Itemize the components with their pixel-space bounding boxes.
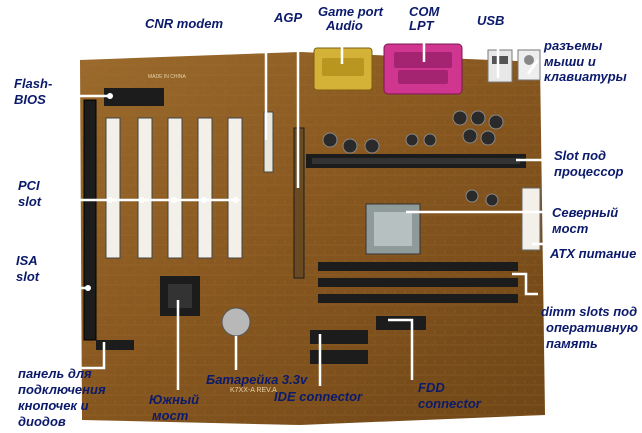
capacitors	[322, 110, 504, 207]
cmos-battery	[221, 307, 251, 337]
label-panel-line2: подключения	[18, 382, 106, 397]
atx-power-connector	[521, 187, 541, 251]
isa-slot	[83, 99, 97, 341]
label-com-line1: COM	[409, 4, 440, 19]
cpu-slot	[306, 154, 526, 168]
label-fdd-line1: FDD	[418, 380, 445, 395]
label-slot-line1: Slot под	[554, 148, 607, 163]
label-dimm-line3: память	[546, 336, 598, 351]
pointer-dots	[85, 93, 239, 291]
pci-slots	[105, 117, 243, 259]
label-fdd-line2: connector	[418, 396, 481, 411]
label-flash-bios-line1: Flash-	[14, 76, 53, 91]
label-pci-line2: slot	[18, 194, 42, 209]
label-com-line2: LPT	[409, 18, 434, 33]
label-pci-line1: PCI	[18, 178, 40, 193]
label-ps2-line3: клавиатуры	[544, 69, 627, 84]
game-port-connector	[313, 47, 373, 91]
label-atx-power: ATX питание	[550, 246, 637, 261]
ide-connectors	[310, 330, 368, 364]
label-south-line1: Южный	[149, 392, 200, 407]
flash-bios-chip	[104, 88, 164, 106]
label-panel-line3: кнопочек и	[18, 398, 89, 413]
cnr-slot	[263, 111, 274, 173]
usb-connector	[487, 49, 513, 83]
label-ps2-line1: разъемы	[544, 38, 603, 53]
silkscreen-top-text: MADE IN CHINA	[148, 74, 186, 80]
label-battery: Батарейка 3.3v	[206, 372, 308, 387]
label-ide-connector: IDE connector	[274, 389, 363, 404]
label-slot-line2: процессор	[554, 164, 624, 179]
label-isa-line1: ISA	[16, 253, 38, 268]
label-flash-bios-line2: BIOS	[14, 92, 46, 107]
label-south-line2: мост	[152, 408, 189, 423]
southbridge-chip	[160, 276, 200, 316]
label-cnr-modem: CNR modem	[145, 16, 224, 31]
dimm-slots	[318, 262, 518, 303]
label-panel-line1: панель для	[18, 366, 92, 381]
label-agp: AGP	[274, 10, 303, 25]
label-isa-line2: slot	[16, 269, 40, 284]
label-usb: USB	[477, 13, 505, 28]
label-north-line1: Северный	[552, 205, 619, 220]
label-dimm-line1: dimm slots под	[541, 304, 638, 319]
fdd-connector	[376, 316, 426, 330]
label-panel-line4: диодов	[18, 414, 66, 429]
label-game-port-line2: Audio	[326, 18, 363, 33]
label-game-port-line1: Game port	[318, 4, 384, 19]
northbridge-chip	[365, 203, 421, 255]
label-ps2-line2: мыши и	[544, 54, 596, 69]
label-dimm-line2: оперативную	[546, 320, 638, 335]
label-north-line2: мост	[552, 221, 589, 236]
silkscreen-model-text: K7XX-A REV.A	[230, 387, 277, 394]
front-panel-header	[96, 340, 134, 350]
ps2-connectors	[517, 49, 541, 81]
